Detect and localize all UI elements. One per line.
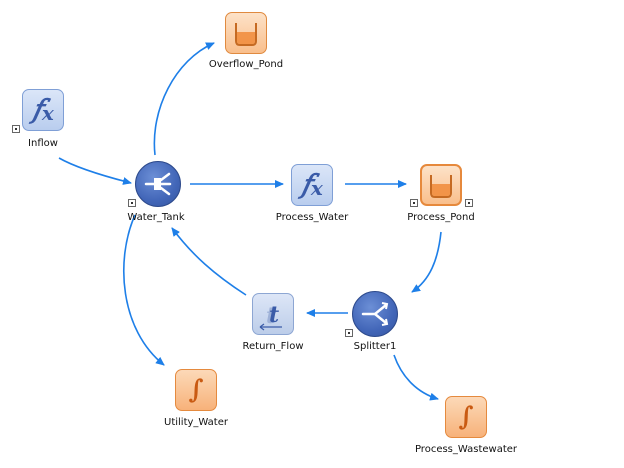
edge-water-tank-to-overflow-pond[interactable] <box>153 42 215 156</box>
edge-splitter1-to-process-wastewater[interactable] <box>393 354 439 401</box>
integrator-icon: ∫ <box>175 369 217 411</box>
node-label-return-flow: Return_Flow <box>242 341 304 352</box>
expand-toggle-process-pond-left[interactable] <box>410 199 418 207</box>
node-label-process-wastewater: Process_Wastewater <box>414 444 518 455</box>
edge-inflow-to-water-tank[interactable] <box>58 157 132 185</box>
node-label-overflow-pond: Overflow_Pond <box>208 59 284 70</box>
edge-water-tank-to-utility-water[interactable] <box>122 214 165 366</box>
node-label-process-water: Process_Water <box>275 212 349 223</box>
splitter-icon <box>352 291 398 337</box>
node-label-inflow: Inflow <box>28 138 58 149</box>
expand-toggle-water-tank[interactable] <box>128 199 136 207</box>
edge-return-flow-to-water-tank[interactable] <box>171 227 247 296</box>
edge-process-pond-to-splitter1[interactable] <box>411 231 442 293</box>
expand-toggle-inflow[interactable] <box>12 125 20 133</box>
svg-text:t: t <box>266 303 276 329</box>
time-delay-icon: t t <box>252 293 294 335</box>
pond-icon <box>420 164 462 206</box>
node-label-splitter1: Splitter1 <box>353 341 397 352</box>
pond-icon <box>225 12 267 54</box>
svg-text:t: t <box>269 302 279 328</box>
expand-toggle-splitter1[interactable] <box>345 329 353 337</box>
tank-icon <box>135 161 181 207</box>
integrator-icon: ∫ <box>445 396 487 438</box>
expand-toggle-process-pond-right[interactable] <box>465 199 473 207</box>
node-label-water-tank: Water_Tank <box>127 212 185 223</box>
node-label-utility-water: Utility_Water <box>164 417 228 428</box>
node-label-process-pond: Process_Pond <box>407 212 475 223</box>
